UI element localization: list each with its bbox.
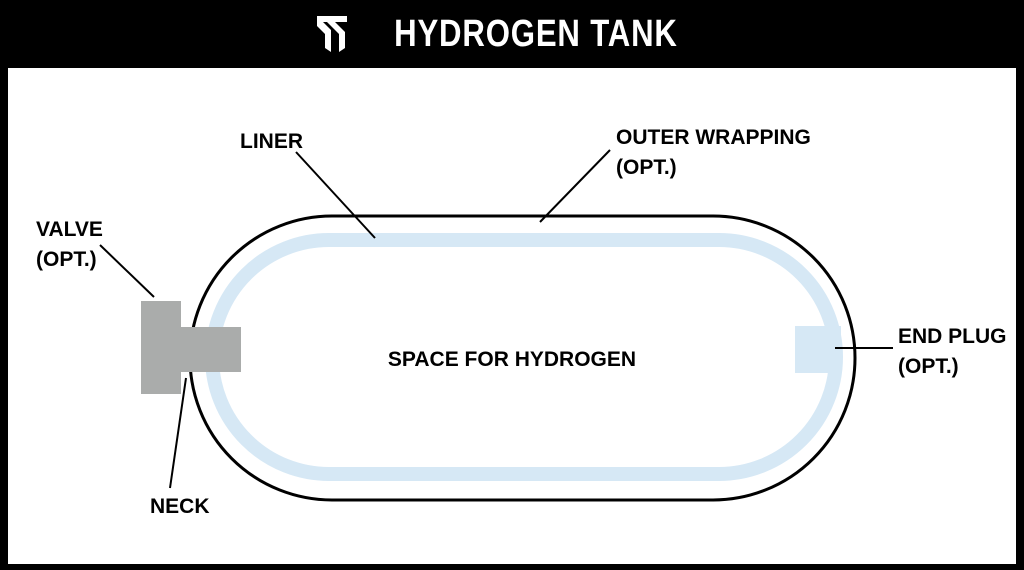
outer-wrapping-leader xyxy=(539,149,611,223)
label-valve-opt: (OPT.) xyxy=(36,248,97,271)
valve-leader xyxy=(99,244,155,298)
liner-leader xyxy=(295,151,376,239)
tank-diagram: LINER OUTER WRAPPING (OPT.) VALVE (OPT.)… xyxy=(36,126,1007,518)
valve xyxy=(141,301,181,394)
label-liner: LINER xyxy=(240,130,303,153)
label-end-plug-opt: (OPT.) xyxy=(898,355,959,378)
label-end-plug: END PLUG xyxy=(898,325,1007,348)
header: HYDROGEN TANK xyxy=(0,0,1024,68)
label-neck: NECK xyxy=(150,495,210,518)
neck xyxy=(180,327,241,372)
end-plug xyxy=(795,326,841,373)
label-outer-wrapping-opt: (OPT.) xyxy=(616,156,677,179)
label-space-for-hydrogen: SPACE FOR HYDROGEN xyxy=(388,348,636,371)
neck-leader xyxy=(169,377,187,489)
page-title: HYDROGEN TANK xyxy=(394,12,678,55)
diagram-panel: LINER OUTER WRAPPING (OPT.) VALVE (OPT.)… xyxy=(8,68,1016,564)
brand-logo-icon xyxy=(317,16,348,52)
label-valve: VALVE xyxy=(36,218,103,241)
label-outer-wrapping: OUTER WRAPPING xyxy=(616,126,811,149)
